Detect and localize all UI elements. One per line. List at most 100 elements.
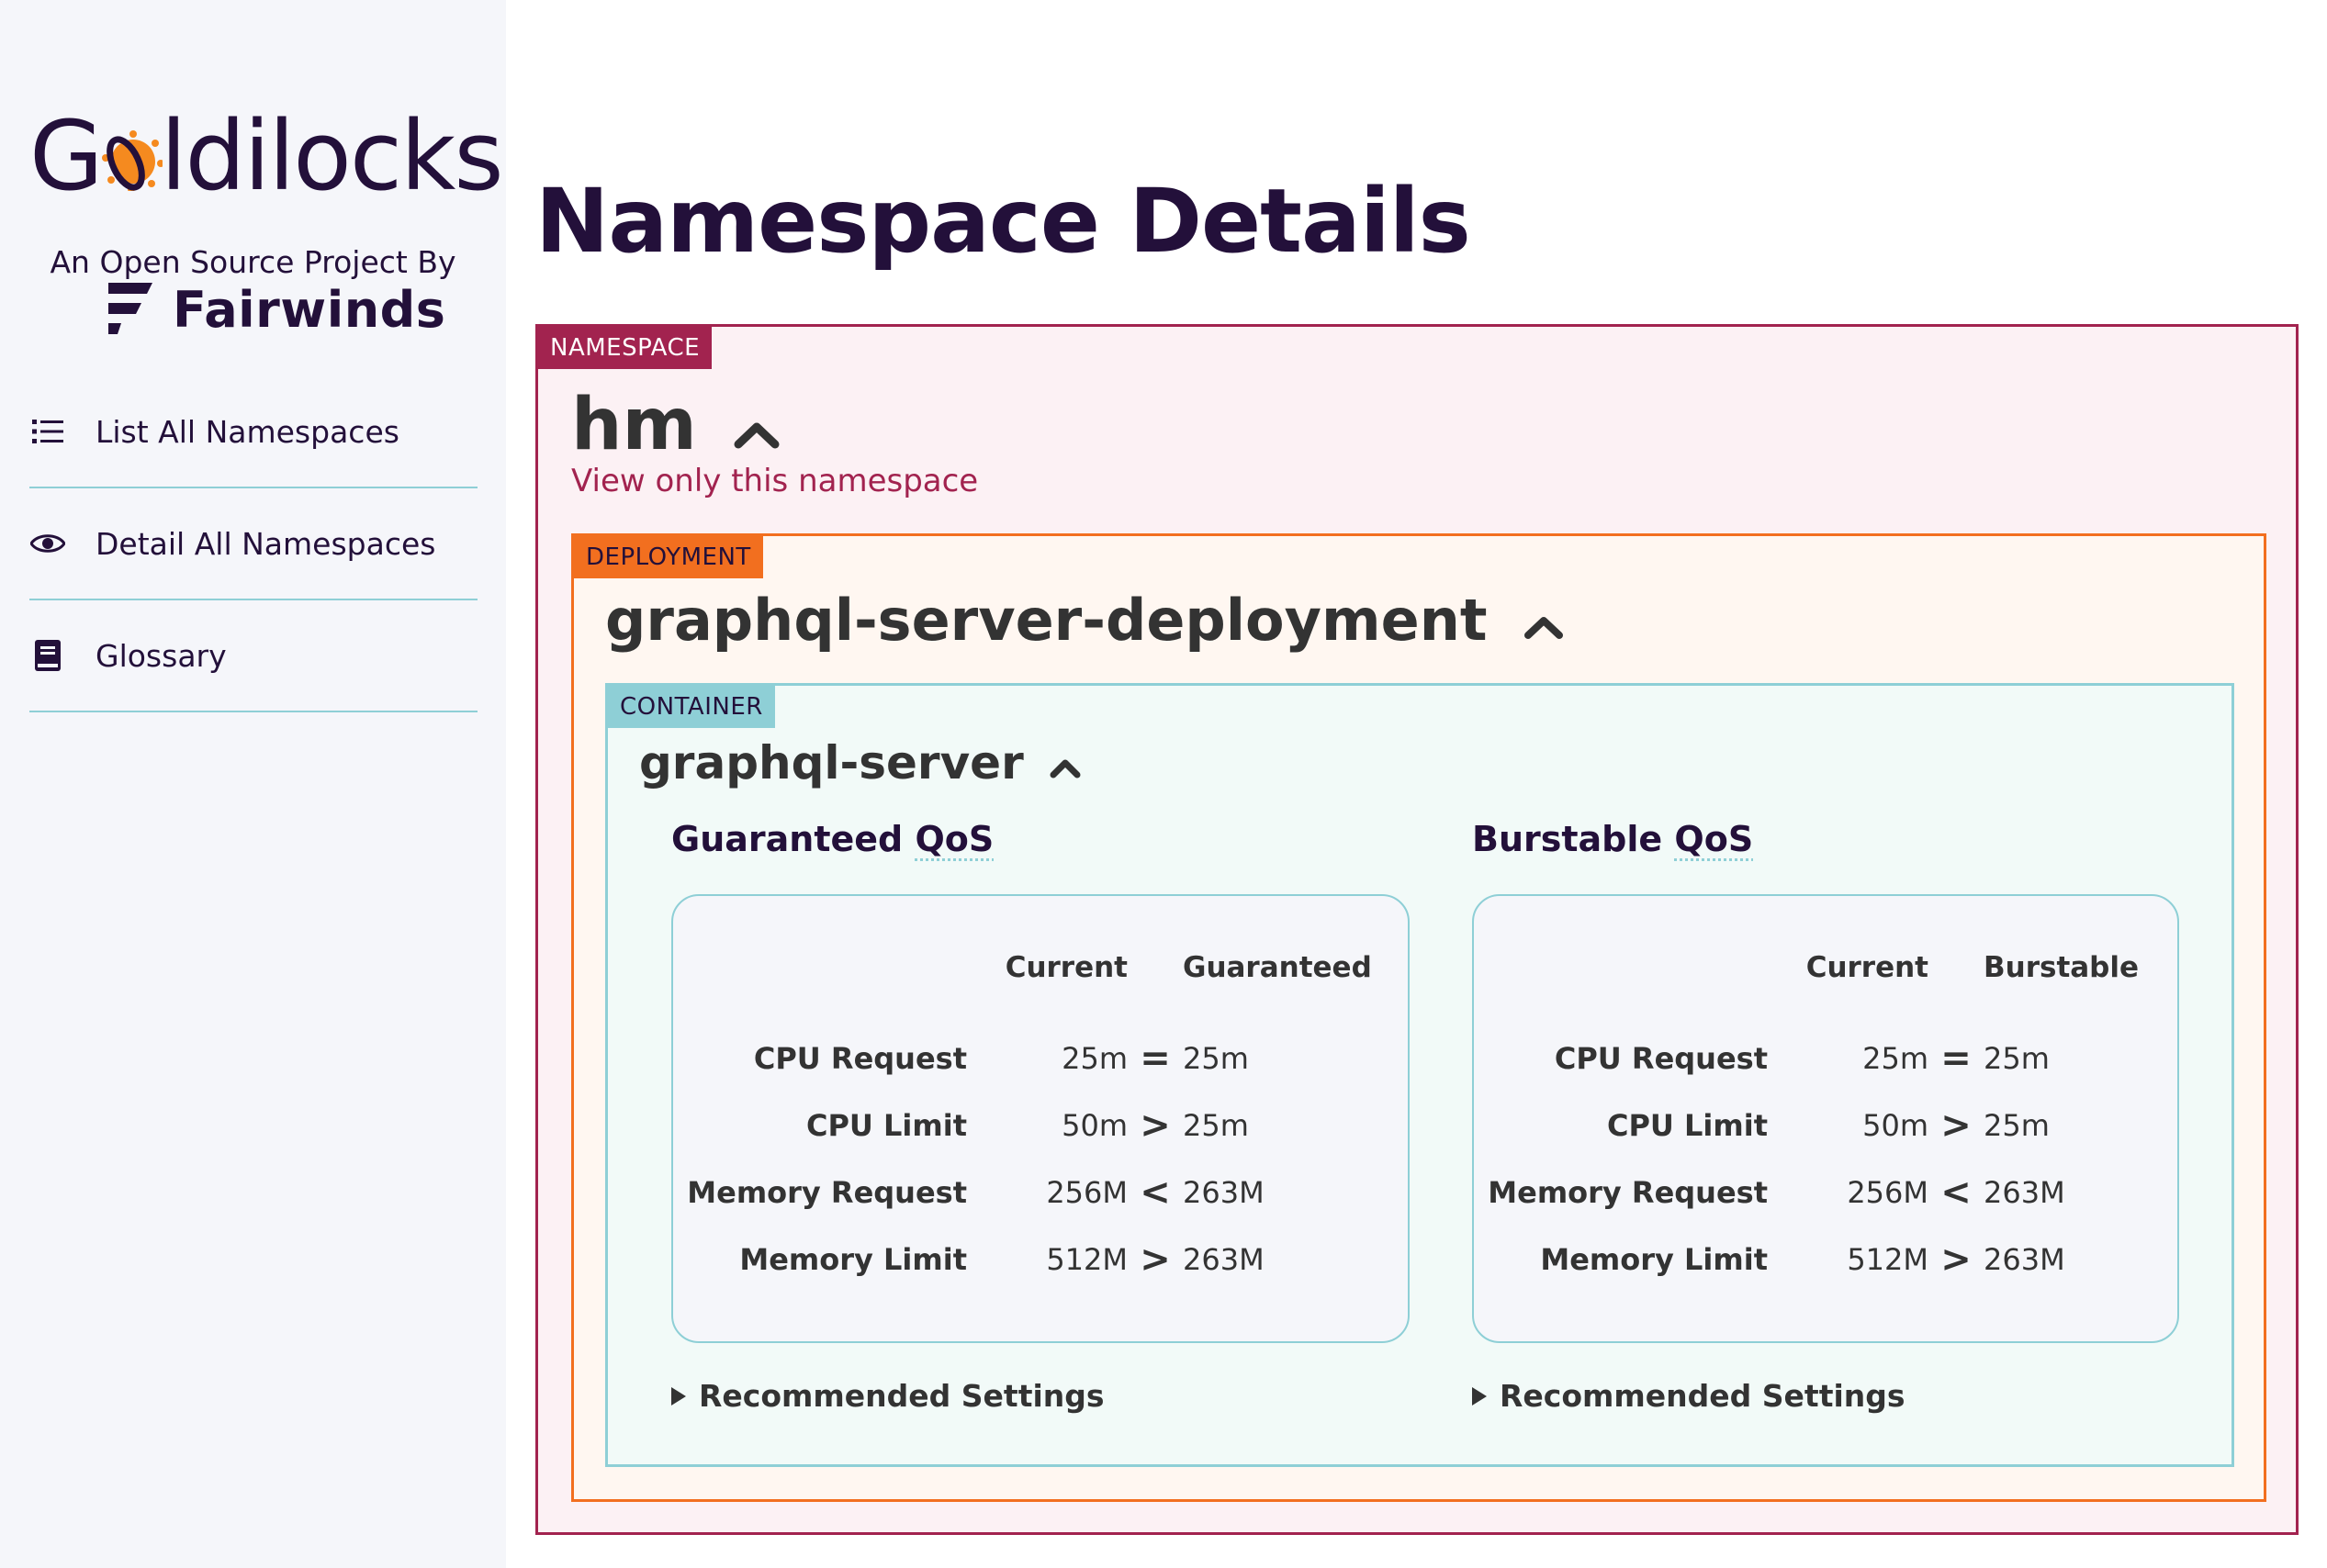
table-header-target: Guaranteed: [1183, 951, 1372, 984]
qos-table: Current Burstable CPU Request 25m = 25m …: [1474, 951, 2167, 1293]
burstable-qos-section: Burstable QoS Current Burstable CPU Requ…: [1472, 819, 2179, 1414]
less-than-icon: <: [1940, 1170, 1972, 1214]
fairwinds-label: Fairwinds: [173, 281, 446, 339]
table-row: Memory Request 256M < 263M: [673, 1159, 1385, 1226]
chevron-up-icon[interactable]: [1523, 587, 1563, 654]
fairwinds-brand[interactable]: Fairwinds: [101, 281, 445, 339]
table-header-spacer: [1928, 951, 1984, 1025]
row-current: 512M: [1046, 1241, 1128, 1277]
book-icon: [29, 637, 66, 674]
sidebar-item-glossary[interactable]: Glossary: [29, 600, 478, 712]
row-target: 263M: [1984, 1174, 2065, 1210]
qos-heading-text: Burstable: [1472, 819, 1675, 859]
container-title: graphql-server: [639, 736, 1081, 790]
table-row: Memory Limit 512M > 263M: [673, 1226, 1385, 1293]
row-current: 50m: [1862, 1107, 1928, 1143]
row-label: CPU Limit: [805, 1107, 967, 1143]
eye-icon: [29, 525, 66, 562]
row-target: 263M: [1984, 1241, 2065, 1277]
namespace-title: hm: [571, 384, 780, 466]
row-current: 25m: [1862, 1040, 1928, 1076]
row-label: Memory Request: [687, 1174, 967, 1210]
row-label: CPU Request: [753, 1040, 967, 1076]
table-row: CPU Request 25m = 25m: [1474, 1025, 2167, 1092]
fairwinds-logo-icon: [108, 282, 152, 334]
chevron-up-icon[interactable]: [1050, 736, 1081, 790]
qos-abbr: QoS: [915, 819, 995, 859]
deployment-panel: DEPLOYMENT graphql-server-deployment CON…: [571, 533, 2266, 1502]
equals-icon: =: [1940, 1036, 1972, 1080]
goldilocks-logo[interactable]: G ldilocks: [29, 108, 504, 204]
greater-than-icon: >: [1140, 1238, 1171, 1281]
sidebar-nav: List All Namespaces Detail All Namespace…: [29, 376, 478, 712]
row-label: Memory Request: [1488, 1174, 1768, 1210]
sidebar-item-list-all-namespaces[interactable]: List All Namespaces: [29, 376, 478, 488]
qos-heading: Guaranteed QoS: [671, 819, 1410, 859]
table-header-current: Current: [1805, 951, 1928, 984]
deployment-tag: DEPLOYMENT: [574, 536, 763, 578]
qos-card: Current Burstable CPU Request 25m = 25m …: [1472, 894, 2179, 1343]
table-header-spacer: [1128, 951, 1183, 1025]
namespace-panel: NAMESPACE hm View only this namespace DE…: [535, 324, 2299, 1535]
less-than-icon: <: [1140, 1170, 1171, 1214]
sidebar-item-label: List All Namespaces: [96, 413, 399, 450]
chevron-up-icon[interactable]: [734, 384, 780, 466]
deployment-title: graphql-server-deployment: [605, 587, 1563, 654]
row-target: 263M: [1183, 1174, 1265, 1210]
sidebar-item-detail-all-namespaces[interactable]: Detail All Namespaces: [29, 488, 478, 600]
table-header-row: Current Burstable: [1474, 951, 2167, 1025]
container-panel: CONTAINER graphql-server Guaranteed QoS: [605, 683, 2234, 1467]
table-header-target: Burstable: [1984, 951, 2140, 984]
row-current: 512M: [1847, 1241, 1928, 1277]
row-label: CPU Limit: [1606, 1107, 1768, 1143]
list-icon: [29, 413, 66, 450]
table-header-empty: [1474, 951, 1768, 1025]
goldilocks-sun-icon: [98, 110, 164, 193]
qos-abbr: QoS: [1674, 819, 1754, 859]
triangle-right-icon: [671, 1386, 686, 1406]
greater-than-icon: >: [1140, 1103, 1171, 1147]
row-current: 256M: [1847, 1174, 1928, 1210]
equals-icon: =: [1140, 1036, 1171, 1080]
table-row: Memory Request 256M < 263M: [1474, 1159, 2167, 1226]
logo-suffix: ldilocks: [160, 100, 504, 212]
row-target: 263M: [1183, 1241, 1265, 1277]
qos-card: Current Guaranteed CPU Request 25m = 25m…: [671, 894, 1410, 1343]
recommended-settings-label: Recommended Settings: [699, 1378, 1105, 1414]
sidebar-item-label: Detail All Namespaces: [96, 525, 436, 562]
table-header-row: Current Guaranteed: [673, 951, 1385, 1025]
row-label: CPU Request: [1554, 1040, 1768, 1076]
container-name: graphql-server: [639, 736, 1024, 790]
byline: An Open Source Project By: [50, 244, 456, 280]
table-row: CPU Limit 50m > 25m: [673, 1092, 1385, 1159]
guaranteed-qos-section: Guaranteed QoS Current Guaranteed CPU Re…: [671, 819, 1410, 1414]
qos-table: Current Guaranteed CPU Request 25m = 25m…: [673, 951, 1385, 1293]
recommended-settings-label: Recommended Settings: [1500, 1378, 1905, 1414]
table-row: CPU Limit 50m > 25m: [1474, 1092, 2167, 1159]
logo-prefix: G: [29, 100, 104, 212]
recommended-settings-toggle[interactable]: Recommended Settings: [671, 1378, 1410, 1414]
view-namespace-link[interactable]: View only this namespace: [571, 463, 979, 499]
table-row: CPU Request 25m = 25m: [673, 1025, 1385, 1092]
row-current: 256M: [1046, 1174, 1128, 1210]
row-current: 25m: [1062, 1040, 1128, 1076]
row-label: Memory Limit: [739, 1241, 967, 1277]
row-current: 50m: [1062, 1107, 1128, 1143]
recommended-settings-toggle[interactable]: Recommended Settings: [1472, 1378, 2179, 1414]
row-target: 25m: [1183, 1040, 1249, 1076]
qos-heading-text: Guaranteed: [671, 819, 916, 859]
container-tag: CONTAINER: [608, 686, 775, 728]
table-header-current: Current: [1005, 951, 1128, 984]
namespace-tag: NAMESPACE: [538, 327, 713, 369]
qos-heading: Burstable QoS: [1472, 819, 2179, 859]
row-target: 25m: [1984, 1040, 2050, 1076]
table-row: Memory Limit 512M > 263M: [1474, 1226, 2167, 1293]
namespace-name: hm: [571, 384, 697, 466]
greater-than-icon: >: [1940, 1238, 1972, 1281]
row-target: 25m: [1183, 1107, 1249, 1143]
table-header-empty: [673, 951, 967, 1025]
greater-than-icon: >: [1940, 1103, 1972, 1147]
row-target: 25m: [1984, 1107, 2050, 1143]
page-title: Namespace Details: [535, 170, 1471, 273]
deployment-name: graphql-server-deployment: [605, 587, 1488, 654]
